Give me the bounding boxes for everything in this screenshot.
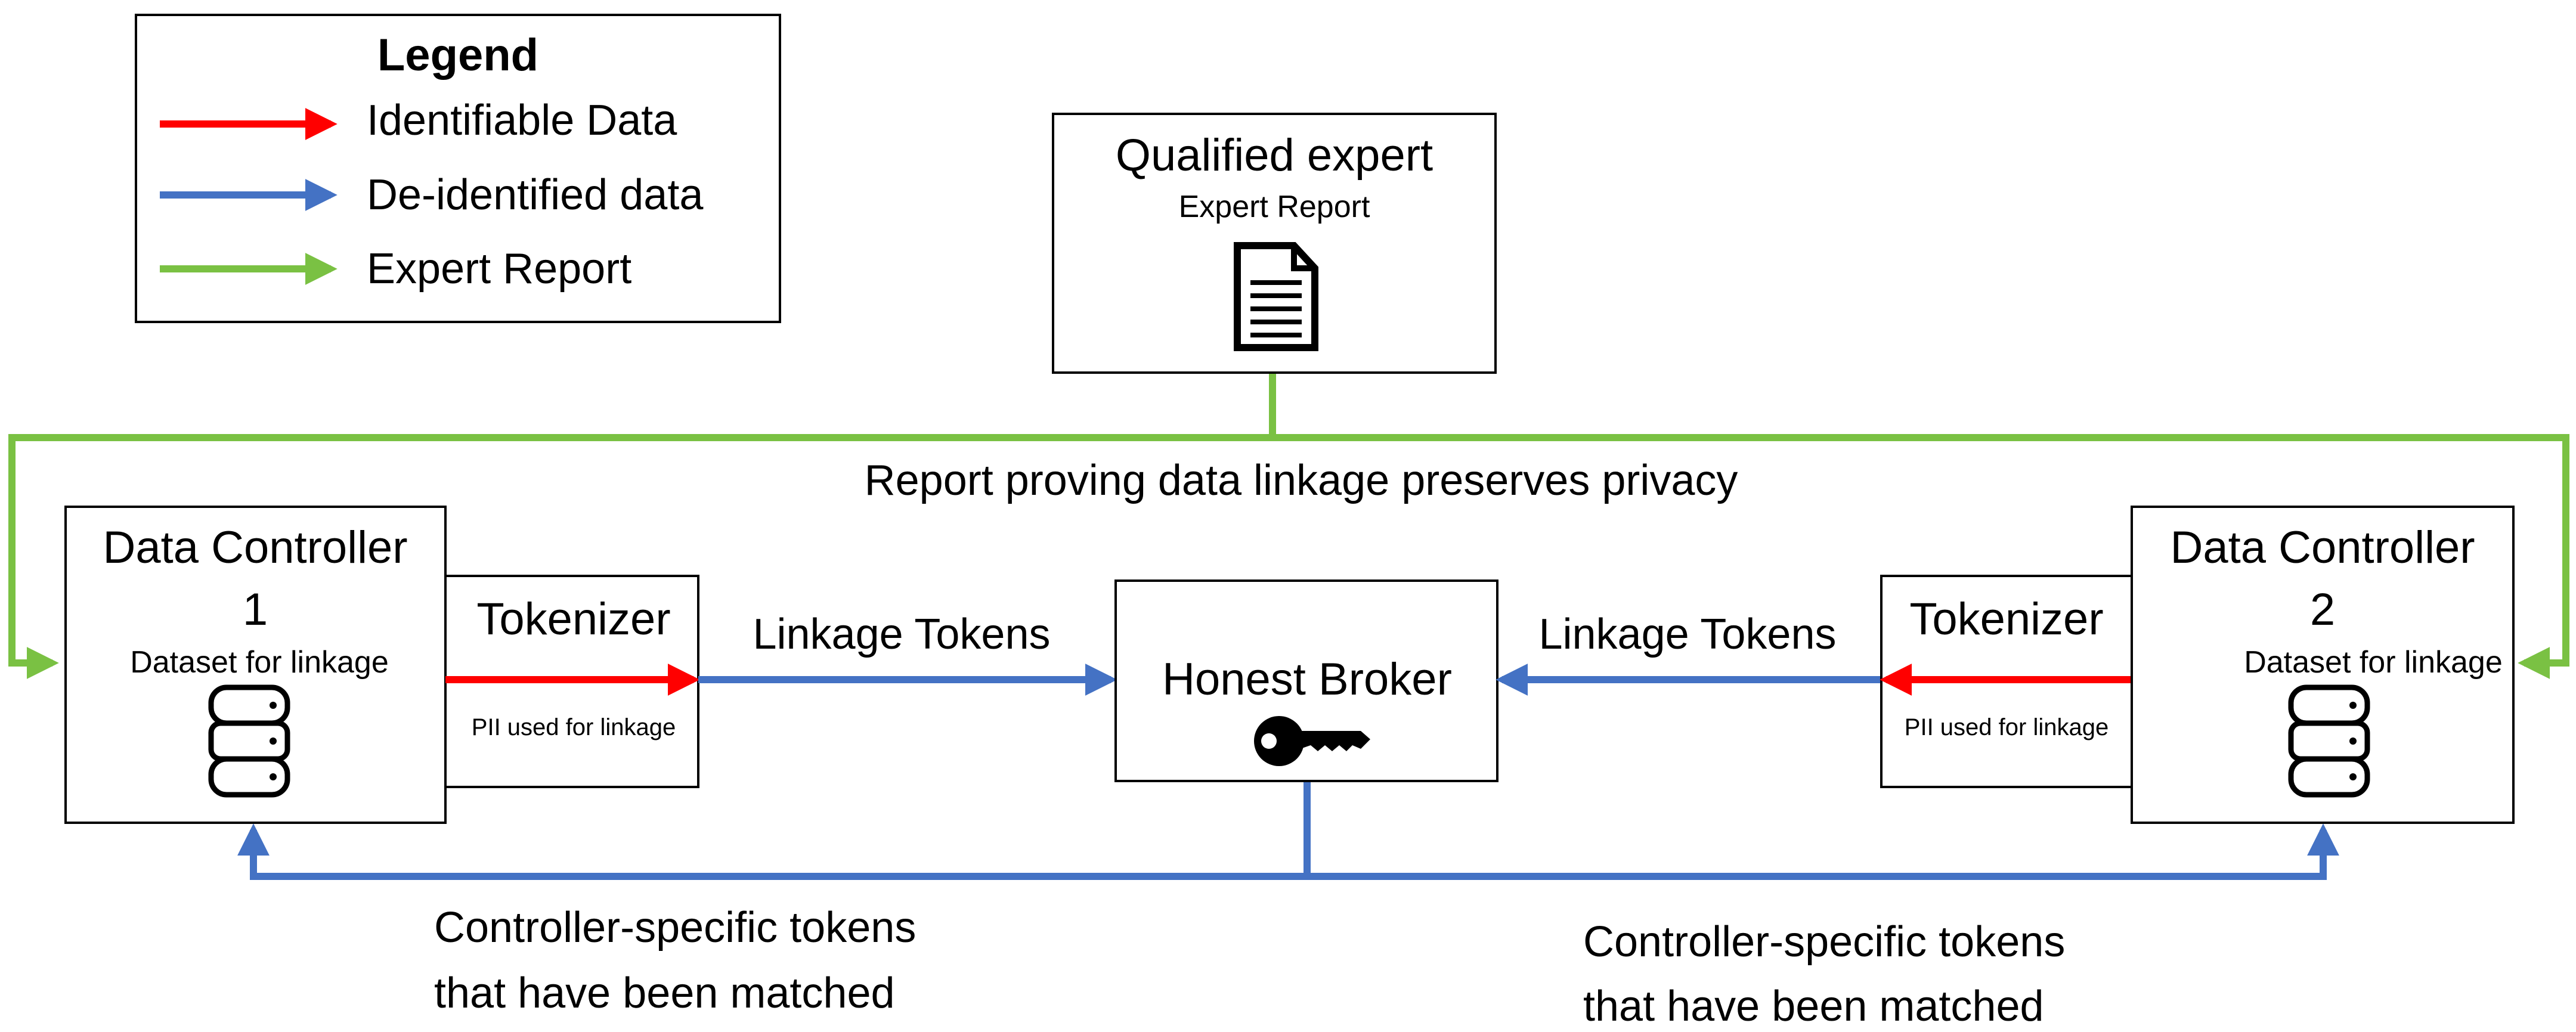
data-controller-1: Data Controller 1 Dataset for linkage bbox=[64, 506, 447, 824]
expert-report-connector bbox=[8, 373, 2569, 679]
tokenizer2-subtitle: PII used for linkage bbox=[1905, 714, 2109, 740]
tokenizer-2: Tokenizer PII used for linkage bbox=[1880, 575, 2133, 788]
matched-arrow-to-controller2 bbox=[1307, 823, 2339, 880]
honest-broker-box: Honest Broker bbox=[1114, 579, 1498, 782]
report-arrow-to-controller1 bbox=[8, 434, 1272, 679]
broker-title: Honest Broker bbox=[1162, 654, 1452, 705]
matched-right-line2: that have been matched bbox=[1583, 983, 2044, 1030]
matched-arrow-to-controller1 bbox=[237, 823, 1307, 880]
data-controller-2: Data Controller 2 Dataset for linkage bbox=[2131, 506, 2515, 824]
tokenizer2-title: Tokenizer bbox=[1909, 594, 2103, 644]
legend: Legend Identifiable Data De-identified d… bbox=[135, 14, 781, 323]
qualified-expert-box: Qualified expert Expert Report bbox=[1052, 113, 1497, 374]
controller2-subtitle: Dataset for linkage bbox=[2244, 645, 2503, 680]
controller1-number: 1 bbox=[243, 584, 268, 635]
linkage-tokens-left-label: Linkage Tokens bbox=[753, 610, 1050, 658]
expert-title: Qualified expert bbox=[1116, 130, 1433, 181]
legend-deidentified-label: De-identified data bbox=[367, 171, 704, 219]
linkage-tokens-right-label: Linkage Tokens bbox=[1538, 610, 1836, 658]
database-icon bbox=[2288, 684, 2370, 798]
document-icon bbox=[1234, 242, 1318, 351]
tokenizer1-subtitle: PII used for linkage bbox=[472, 714, 676, 740]
matched-right-line1: Controller-specific tokens bbox=[1583, 918, 2065, 966]
controller1-subtitle: Dataset for linkage bbox=[130, 645, 389, 680]
tokenizer-1: Tokenizer PII used for linkage bbox=[444, 575, 700, 788]
expert-subtitle: Expert Report bbox=[1179, 190, 1370, 224]
controller1-title: Data Controller bbox=[103, 522, 407, 573]
controller2-title: Data Controller bbox=[2170, 522, 2475, 573]
matched-left-line2: that have been matched bbox=[434, 969, 895, 1017]
legend-expert-label: Expert Report bbox=[367, 245, 631, 293]
report-label: Report proving data linkage preserves pr… bbox=[865, 457, 1738, 504]
key-icon bbox=[1254, 716, 1370, 766]
legend-title: Legend bbox=[377, 30, 538, 80]
report-arrow-to-controller2 bbox=[1272, 434, 2569, 679]
matched-left-line1: Controller-specific tokens bbox=[434, 904, 916, 952]
database-icon bbox=[208, 684, 290, 798]
legend-identifiable-label: Identifiable Data bbox=[367, 97, 677, 144]
tokenizer1-title: Tokenizer bbox=[476, 594, 670, 644]
matched-tokens-connector bbox=[237, 781, 2339, 880]
controller2-number: 2 bbox=[2310, 584, 2335, 635]
